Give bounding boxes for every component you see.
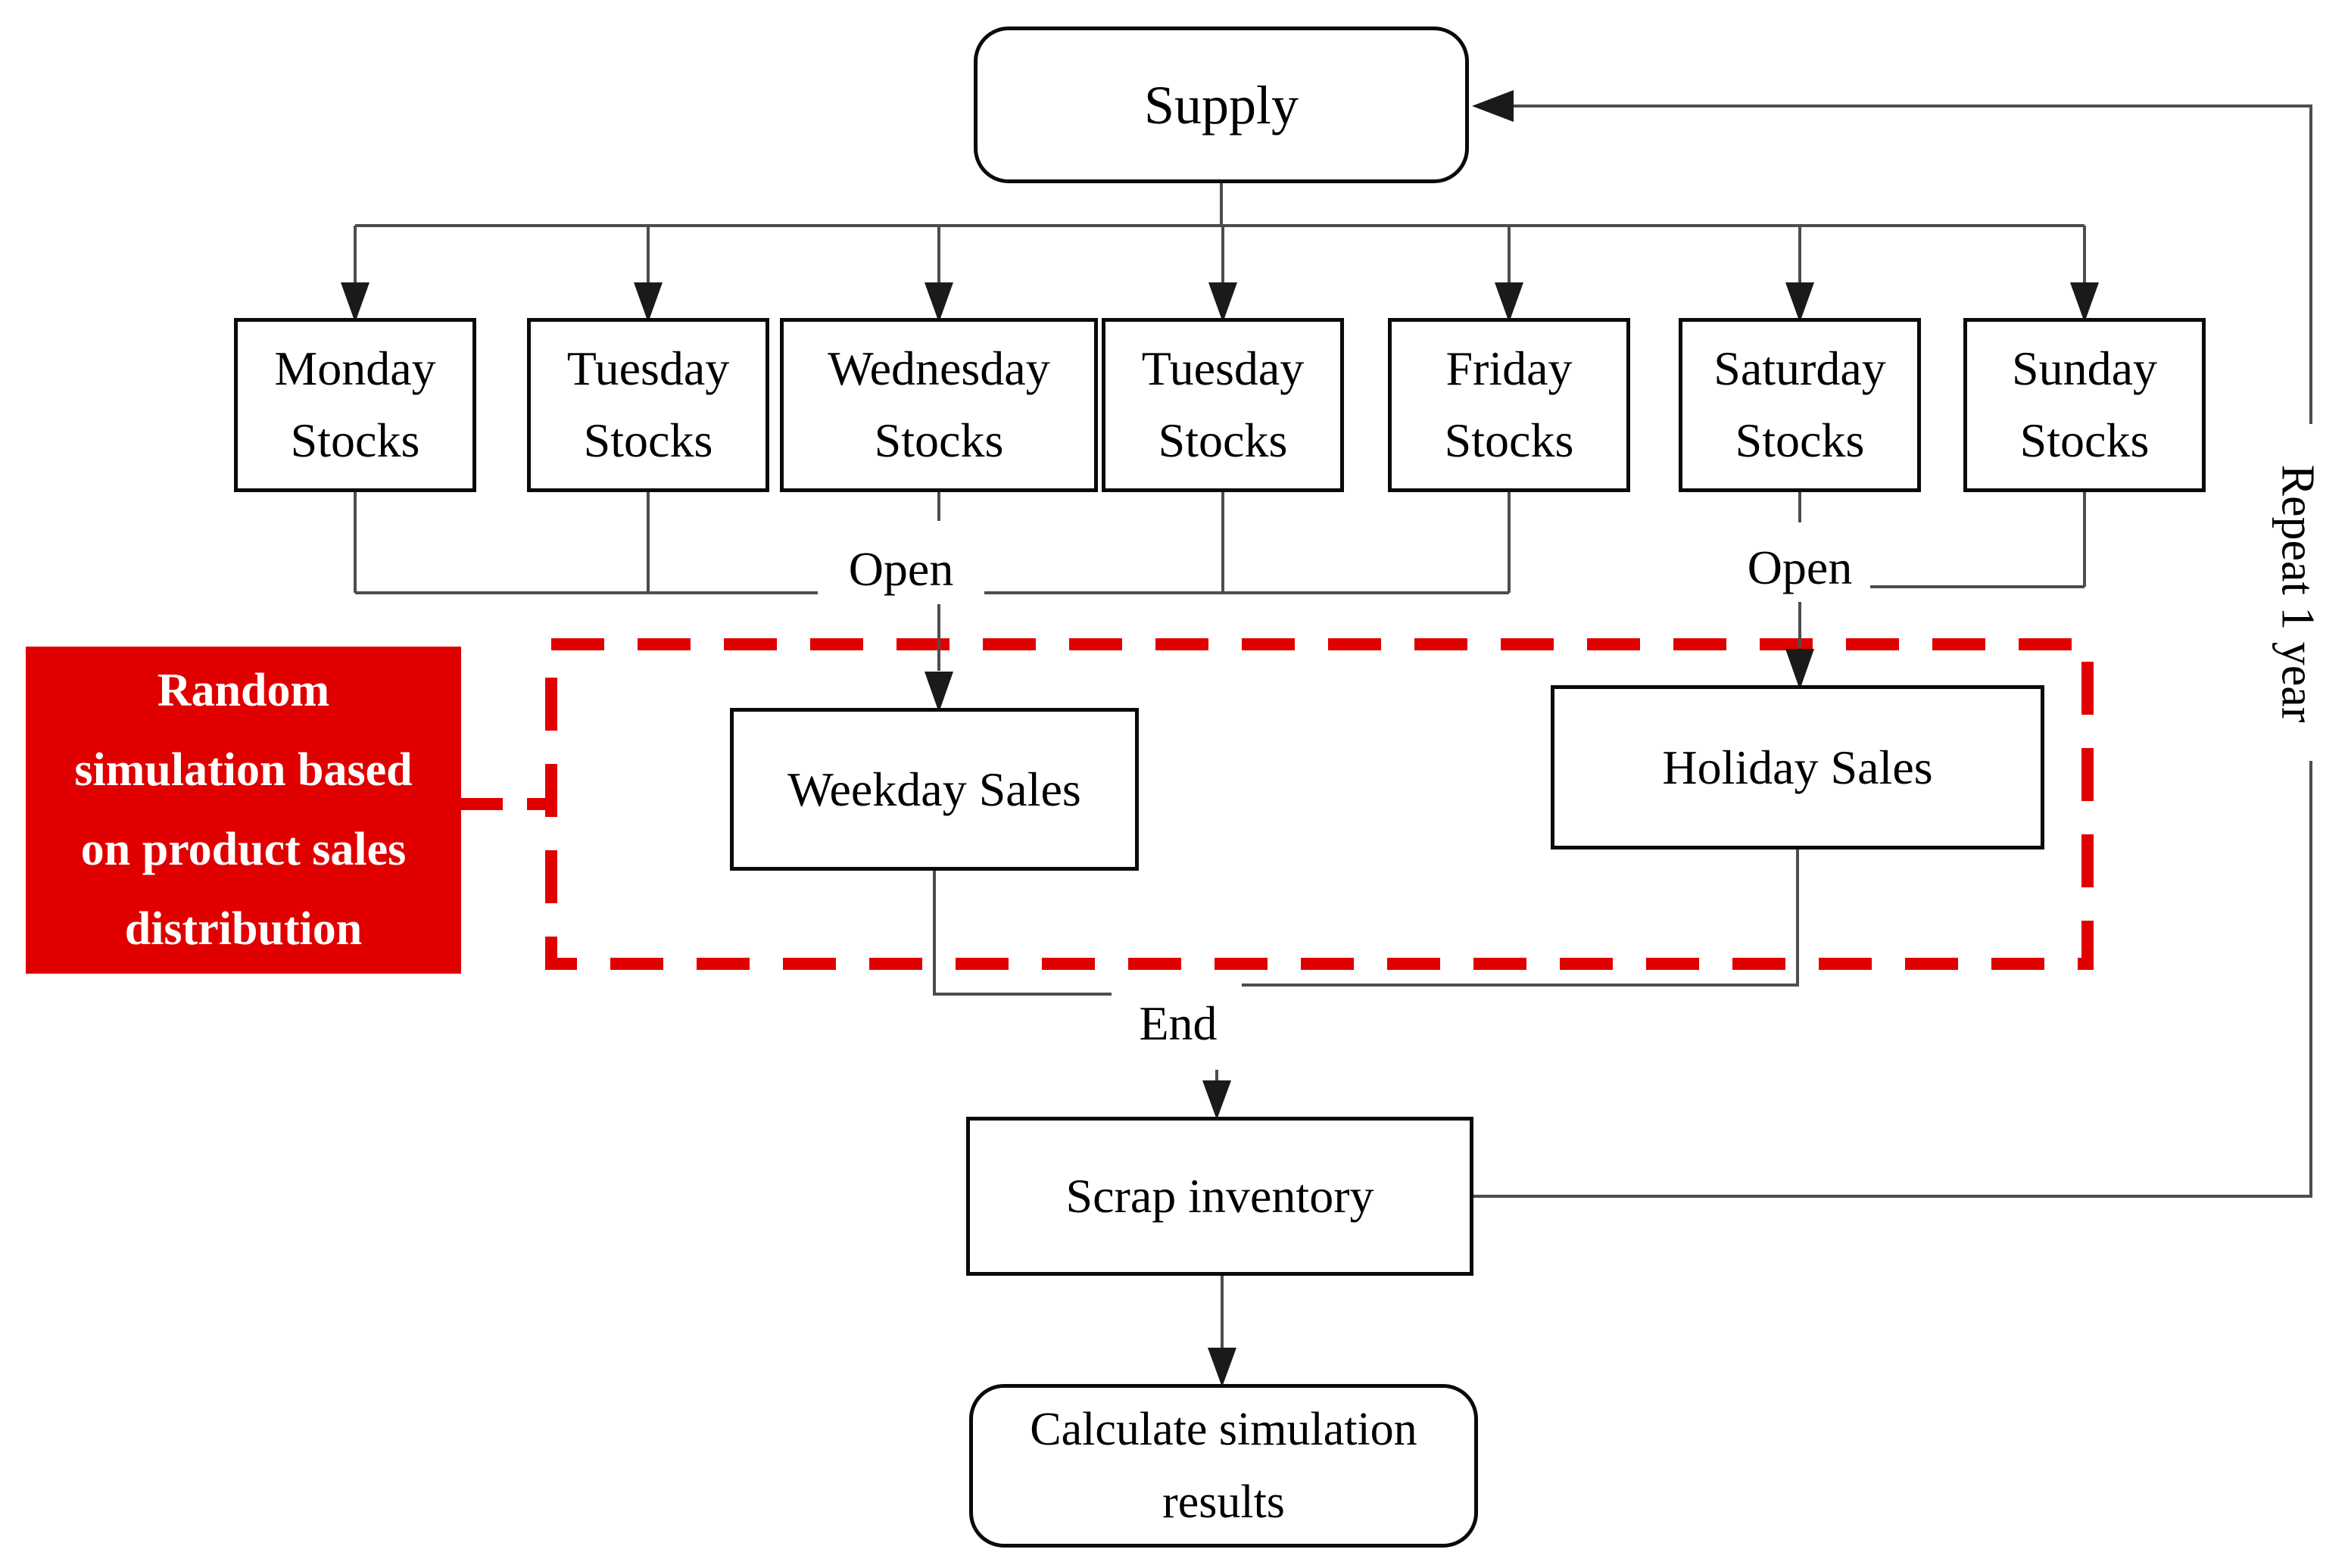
- repeat-feedback-loop: [1472, 90, 2312, 1198]
- annotation-line: simulation based: [74, 744, 413, 796]
- weekday-sales-node: Weekday Sales: [730, 708, 1139, 871]
- stock-label: Monday Stocks: [274, 341, 436, 467]
- stock-label: Sunday Stocks: [2012, 341, 2157, 467]
- stock-label: Tuesday Stocks: [1141, 341, 1305, 467]
- annotation-line: distribution: [124, 903, 363, 955]
- stock-label: Wednesday Stocks: [828, 341, 1050, 467]
- calculate-results-node: Calculate simulation results: [969, 1384, 1478, 1548]
- open-label-right: Open: [1736, 540, 1863, 596]
- calculate-results-label: Calculate simulation results: [1030, 1403, 1417, 1528]
- supply-node: Supply: [974, 26, 1469, 183]
- scrap-inventory-node: Scrap inventory: [966, 1117, 1473, 1276]
- sales-to-end-lines: [933, 849, 1799, 1120]
- open-arrows: [925, 602, 1814, 712]
- scrap-inventory-label: Scrap inventory: [1065, 1169, 1374, 1223]
- holiday-sales-label: Holiday Sales: [1662, 740, 1933, 794]
- stock-node-tuesday-2: Tuesday Stocks: [1102, 318, 1344, 492]
- stock-label: Friday Stocks: [1444, 341, 1574, 467]
- stock-node-sunday: Sunday Stocks: [1963, 318, 2206, 492]
- stock-node-monday: Monday Stocks: [234, 318, 476, 492]
- end-label: End: [1128, 996, 1228, 1052]
- stock-node-saturday: Saturday Stocks: [1679, 318, 1921, 492]
- supply-distribution-lines: [354, 183, 2086, 284]
- distribution-arrowheads: [341, 282, 2099, 323]
- stock-node-friday: Friday Stocks: [1388, 318, 1630, 492]
- stock-label: Saturday Stocks: [1713, 341, 1886, 467]
- annotation-line: on product sales: [80, 824, 407, 875]
- stock-merge-lines: [354, 492, 2086, 594]
- weekday-sales-label: Weekday Sales: [787, 762, 1081, 816]
- stock-label: Tuesday Stocks: [566, 341, 730, 467]
- annotation-line: Random: [157, 665, 330, 716]
- stock-node-tuesday: Tuesday Stocks: [527, 318, 769, 492]
- open-label-left: Open: [837, 541, 965, 597]
- supply-label: Supply: [1143, 74, 1299, 136]
- repeat-1-year-label: Repeat 1 year: [2270, 457, 2325, 731]
- holiday-sales-node: Holiday Sales: [1551, 685, 2044, 849]
- scrap-to-calculate-arrow: [1208, 1276, 1236, 1387]
- annotation-box: Random simulation based on product sales…: [26, 647, 461, 974]
- stock-node-wednesday: Wednesday Stocks: [780, 318, 1098, 492]
